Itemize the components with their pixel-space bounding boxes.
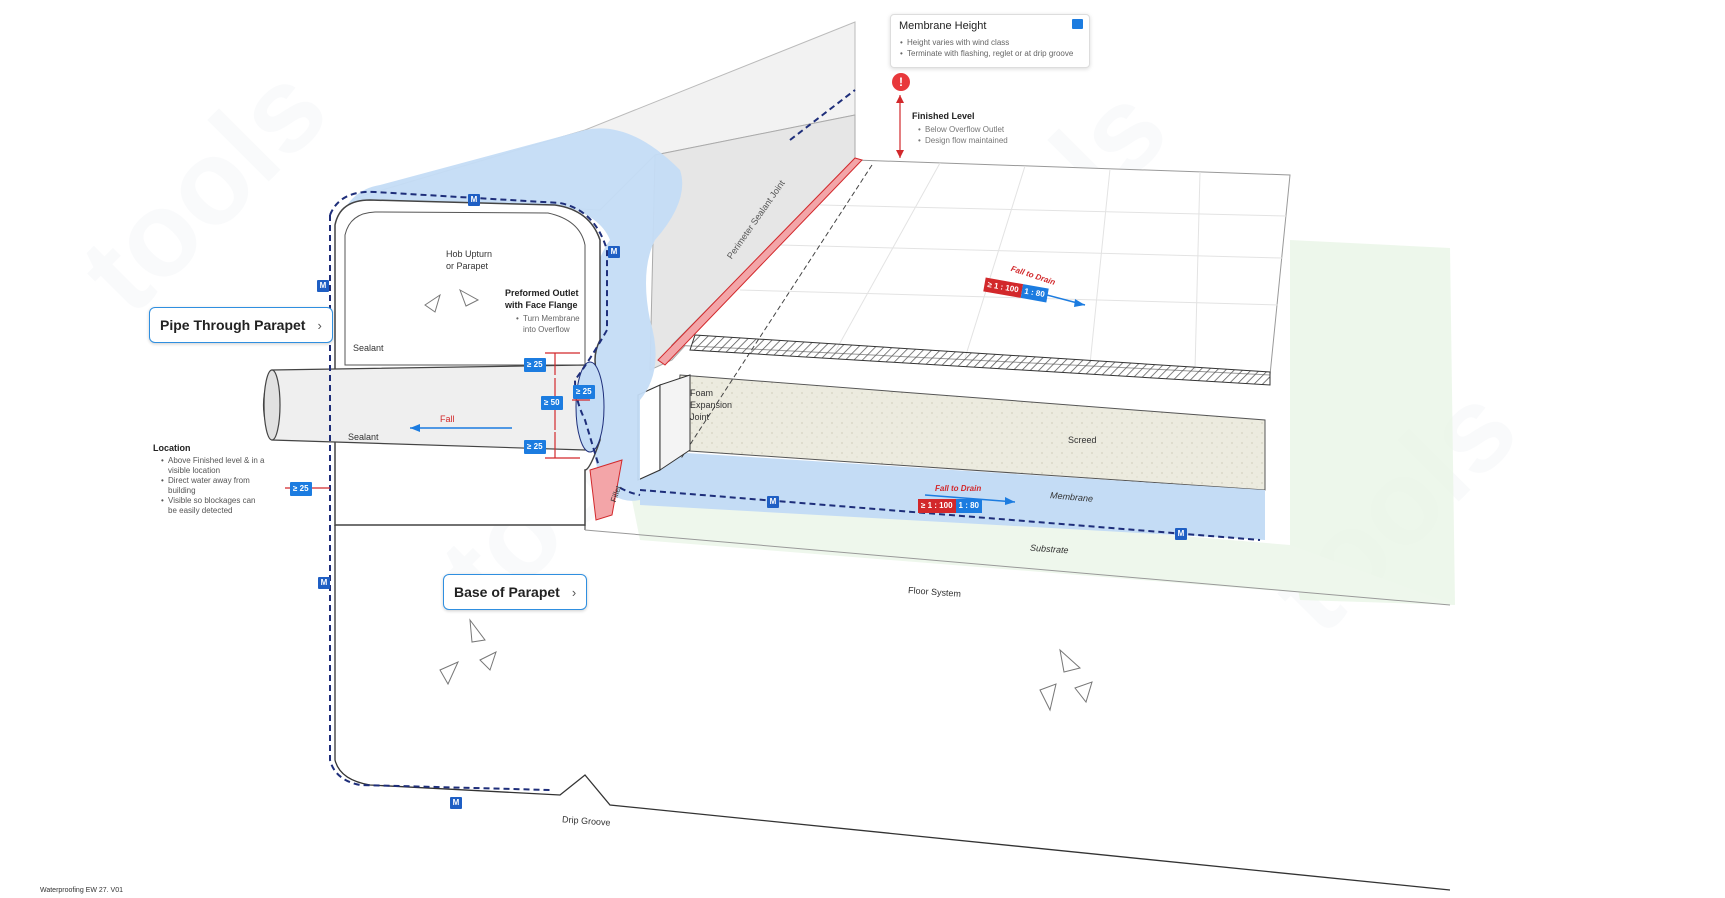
outlet-bullet-cont: into Overflow xyxy=(523,325,570,334)
membrane-band xyxy=(640,450,1265,540)
sealant-lower: Sealant xyxy=(348,432,379,442)
membrane-badge[interactable]: M xyxy=(468,194,480,206)
dimension-badge: ≥ 25 xyxy=(524,440,546,454)
membrane-badge[interactable]: M xyxy=(767,496,779,508)
outlet-title-2: with Face Flange xyxy=(505,300,578,310)
membrane-badge[interactable]: M xyxy=(450,797,462,809)
ratio-red: ≥ 1 : 100 xyxy=(918,499,956,513)
dimension-badge: ≥ 25 xyxy=(290,482,312,496)
membrane-badge[interactable]: M xyxy=(608,246,620,258)
hob-label-1: Hob Upturn xyxy=(446,249,493,259)
substrate-strip xyxy=(630,490,1455,605)
pipe-end xyxy=(263,369,281,441)
membrane-line-floor xyxy=(639,489,1261,541)
outlet-title-1: Preformed Outlet xyxy=(505,288,579,298)
membrane-badge[interactable]: M xyxy=(1175,528,1187,540)
outlet-flange xyxy=(575,361,605,453)
location-title: Location xyxy=(153,443,191,453)
pipe-fall-label: Fall xyxy=(440,414,455,424)
outlet-bullet: Turn Membrane xyxy=(516,313,580,324)
screed-label: Screed xyxy=(1068,435,1097,445)
dimension-badge: ≥ 25 xyxy=(573,385,595,399)
floor-fall-arrow-lower xyxy=(924,494,1016,503)
ratio-blue: 1 : 80 xyxy=(955,499,982,513)
membrane-height-card: Membrane Height Height varies with wind … xyxy=(890,14,1090,68)
tile-bed-hatch xyxy=(689,334,1271,386)
chevron-right-icon: › xyxy=(571,585,577,600)
floor-tile-grid xyxy=(739,162,1287,371)
footer-label: Waterproofing EW 27. V01 xyxy=(40,887,124,894)
substrate-ground xyxy=(1290,240,1455,605)
membrane-dashed-wall xyxy=(329,215,551,791)
finished-level-bullet: Design flow maintained xyxy=(918,135,1027,146)
button-label: Base of Parapet xyxy=(454,584,560,600)
pipe-through-parapet-button[interactable]: Pipe Through Parapet › xyxy=(149,307,333,343)
base-of-parapet-button[interactable]: Base of Parapet › xyxy=(443,574,588,610)
button-label: Pipe Through Parapet xyxy=(160,317,306,333)
hob-label-2: or Parapet xyxy=(446,261,489,271)
finished-level-title: Finished Level xyxy=(912,111,975,121)
membrane-dashed-top xyxy=(789,89,856,141)
finished-level-bullet: Below Overflow Outlet xyxy=(918,124,1027,135)
card-bullet: Height varies with wind class xyxy=(900,37,1087,48)
dimension-badge: ≥ 25 xyxy=(524,358,546,372)
sealant-upper: Sealant xyxy=(353,343,384,353)
perimeter-sealant xyxy=(657,157,863,366)
chevron-right-icon: › xyxy=(317,318,322,333)
fall-to-drain-lower: Fall to Drain xyxy=(935,484,982,493)
membrane-badge[interactable]: M xyxy=(318,577,330,589)
dimension-badge: ≥ 50 xyxy=(541,396,563,410)
card-bullet: Terminate with flashing, reglet or at dr… xyxy=(900,48,1087,59)
card-title: Membrane Height xyxy=(899,20,987,32)
foam-joint-label-3: Joint xyxy=(690,412,710,422)
alert-icon[interactable]: ! xyxy=(892,73,910,91)
fillet xyxy=(589,459,623,521)
concrete-marks xyxy=(424,288,1093,712)
membrane-badge[interactable]: M xyxy=(317,280,329,292)
foam-joint-label-2: Expansion xyxy=(690,400,733,410)
foam-joint xyxy=(637,384,661,481)
image-expand-icon[interactable] xyxy=(1072,19,1083,29)
wall-body xyxy=(334,525,1451,891)
perimeter-joint-line xyxy=(679,164,873,461)
foam-joint-label-1: Foam xyxy=(690,388,714,398)
